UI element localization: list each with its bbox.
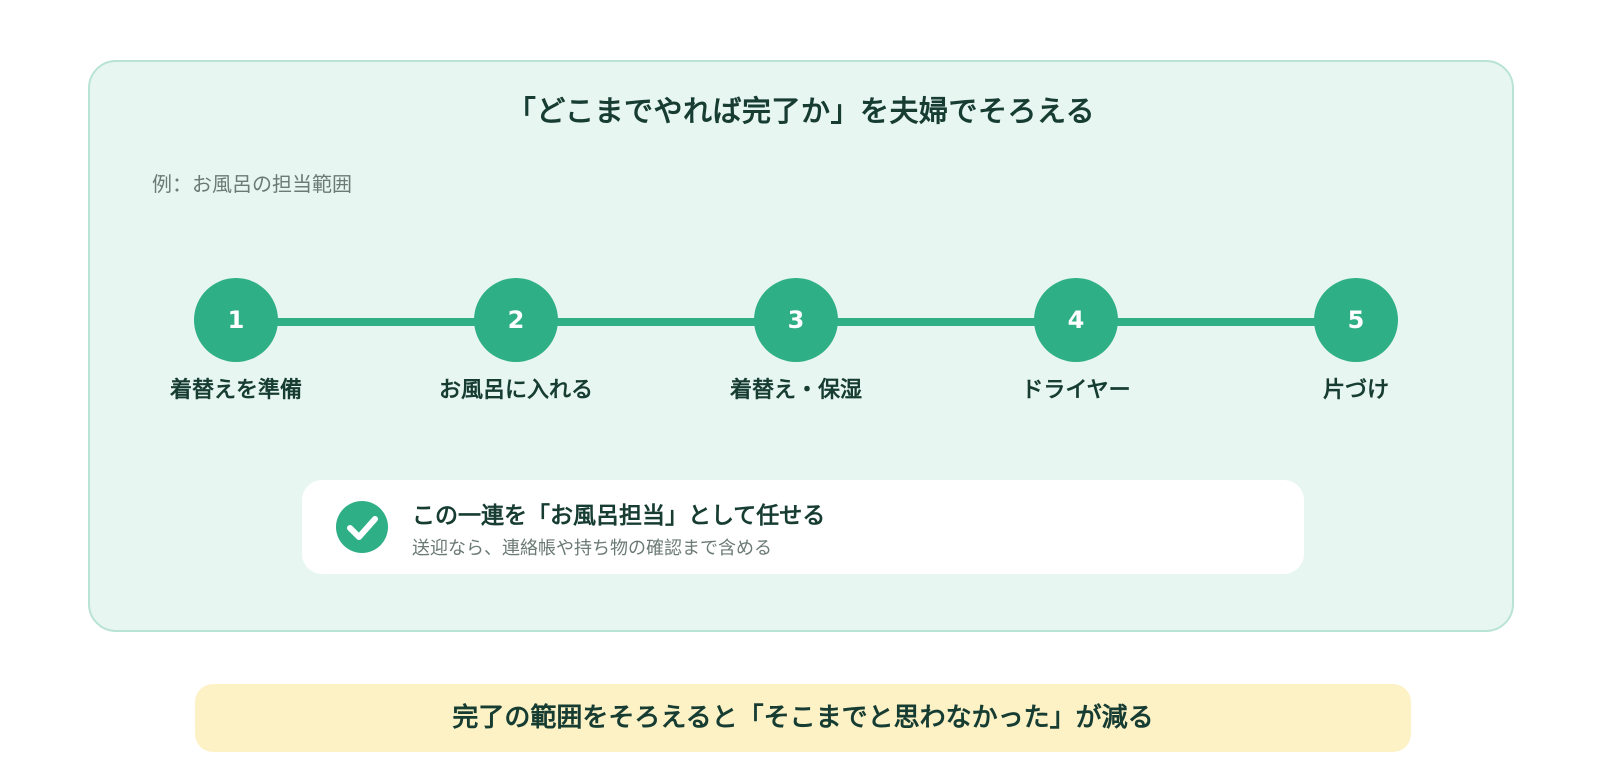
note-card: この一連を「お風呂担当」として任せる 送迎なら、連絡帳や持ち物の確認まで含める [302,480,1304,574]
step-timeline: 1 着替えを準備 2 お風呂に入れる 3 着替え・保湿 4 ドライヤー 5 片づ… [90,62,1512,630]
process-panel: 「どこまでやれば完了か」を夫婦でそろえる 例：お風呂の担当範囲 1 着替えを準備… [88,60,1514,632]
step-label: ドライヤー [1021,378,1131,403]
check-circle-icon [336,501,388,553]
note-title: この一連を「お風呂担当」として任せる [412,503,826,529]
step-number-badge: 4 [1034,278,1118,362]
step-label: 片づけ [1322,378,1389,403]
step-5: 5 片づけ [1256,278,1456,404]
step-label: 着替え・保湿 [729,378,862,403]
step-3: 3 着替え・保湿 [696,278,896,404]
step-number-badge: 5 [1314,278,1398,362]
step-2: 2 お風呂に入れる [416,278,616,404]
step-4: 4 ドライヤー [976,278,1176,404]
step-number-badge: 2 [474,278,558,362]
step-label: お風呂に入れる [438,378,593,403]
note-subtitle: 送迎なら、連絡帳や持ち物の確認まで含める [412,538,772,559]
example-label: 例：お風呂の担当範囲 [152,172,352,196]
panel-title: 「どこまでやれば完了か」を夫婦でそろえる [506,94,1096,128]
step-label: 着替えを準備 [169,378,302,403]
step-number-badge: 1 [194,278,278,362]
step-1: 1 着替えを準備 [136,278,336,404]
summary-callout: 完了の範囲をそろえると「そこまでと思わなかった」が減る [195,684,1411,752]
step-number-badge: 3 [754,278,838,362]
